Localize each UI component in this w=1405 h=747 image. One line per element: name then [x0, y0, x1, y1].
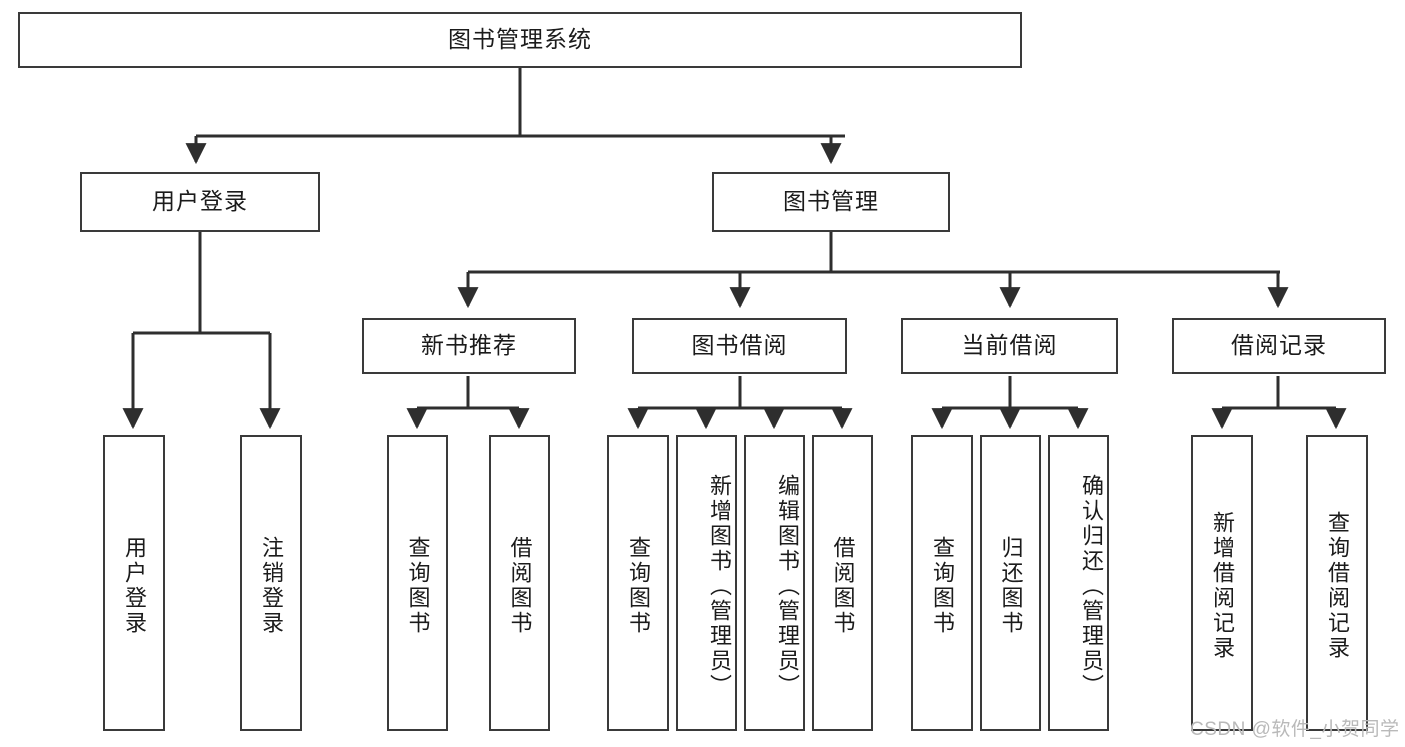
- leaf-label: 注销登录: [259, 536, 284, 636]
- node-borrow-record[interactable]: 借阅记录: [1172, 318, 1386, 374]
- node-root[interactable]: 图书管理系统: [18, 12, 1022, 68]
- leaf-current-borrow-query[interactable]: 查询图书: [911, 435, 973, 731]
- node-user-login-label: 用户登录: [152, 188, 248, 215]
- leaf-user-login-signin[interactable]: 用户登录: [103, 435, 165, 731]
- node-book-borrow-label: 图书借阅: [691, 332, 788, 359]
- node-user-login[interactable]: 用户登录: [80, 172, 320, 232]
- leaf-book-borrow-edit[interactable]: 编辑图书（管理员）: [744, 435, 805, 731]
- node-new-book-recommend[interactable]: 新书推荐: [362, 318, 576, 374]
- leaf-book-borrow-query[interactable]: 查询图书: [607, 435, 669, 731]
- leaf-label: 查询图书: [405, 536, 431, 636]
- node-book-borrow[interactable]: 图书借阅: [632, 318, 847, 374]
- leaf-label: 用户登录: [122, 536, 147, 636]
- leaf-user-login-signout[interactable]: 注销登录: [240, 435, 302, 731]
- node-new-book-recommend-label: 新书推荐: [421, 332, 517, 359]
- leaf-label: 新增借阅记录: [1210, 511, 1235, 661]
- leaf-borrow-record-add[interactable]: 新增借阅记录: [1191, 435, 1253, 731]
- leaf-book-borrow-lend[interactable]: 借阅图书: [812, 435, 873, 731]
- leaf-borrow-record-query[interactable]: 查询借阅记录: [1306, 435, 1368, 731]
- leaf-label: 查询图书: [930, 536, 955, 636]
- leaf-label: 确认归还（管理员）: [1079, 473, 1104, 699]
- leaf-label: 借阅图书: [507, 536, 533, 636]
- leaf-label: 编辑图书（管理员）: [775, 473, 800, 699]
- leaf-current-borrow-confirm-return[interactable]: 确认归还（管理员）: [1048, 435, 1109, 731]
- leaf-book-borrow-add[interactable]: 新增图书（管理员）: [676, 435, 737, 731]
- node-book-management-label: 图书管理: [783, 188, 879, 215]
- node-root-label: 图书管理系统: [448, 26, 592, 53]
- leaf-label: 新增图书（管理员）: [707, 473, 732, 699]
- node-book-management[interactable]: 图书管理: [712, 172, 950, 232]
- leaf-label: 查询借阅记录: [1325, 511, 1350, 661]
- leaf-label: 归还图书: [998, 536, 1024, 636]
- leaf-current-borrow-return[interactable]: 归还图书: [980, 435, 1041, 731]
- leaf-new-book-query[interactable]: 查询图书: [387, 435, 448, 731]
- node-current-borrow[interactable]: 当前借阅: [901, 318, 1118, 374]
- node-current-borrow-label: 当前借阅: [961, 332, 1058, 359]
- leaf-label: 查询图书: [626, 536, 651, 636]
- leaf-label: 借阅图书: [830, 536, 856, 636]
- node-borrow-record-label: 借阅记录: [1231, 332, 1327, 359]
- leaf-new-book-borrow[interactable]: 借阅图书: [489, 435, 550, 731]
